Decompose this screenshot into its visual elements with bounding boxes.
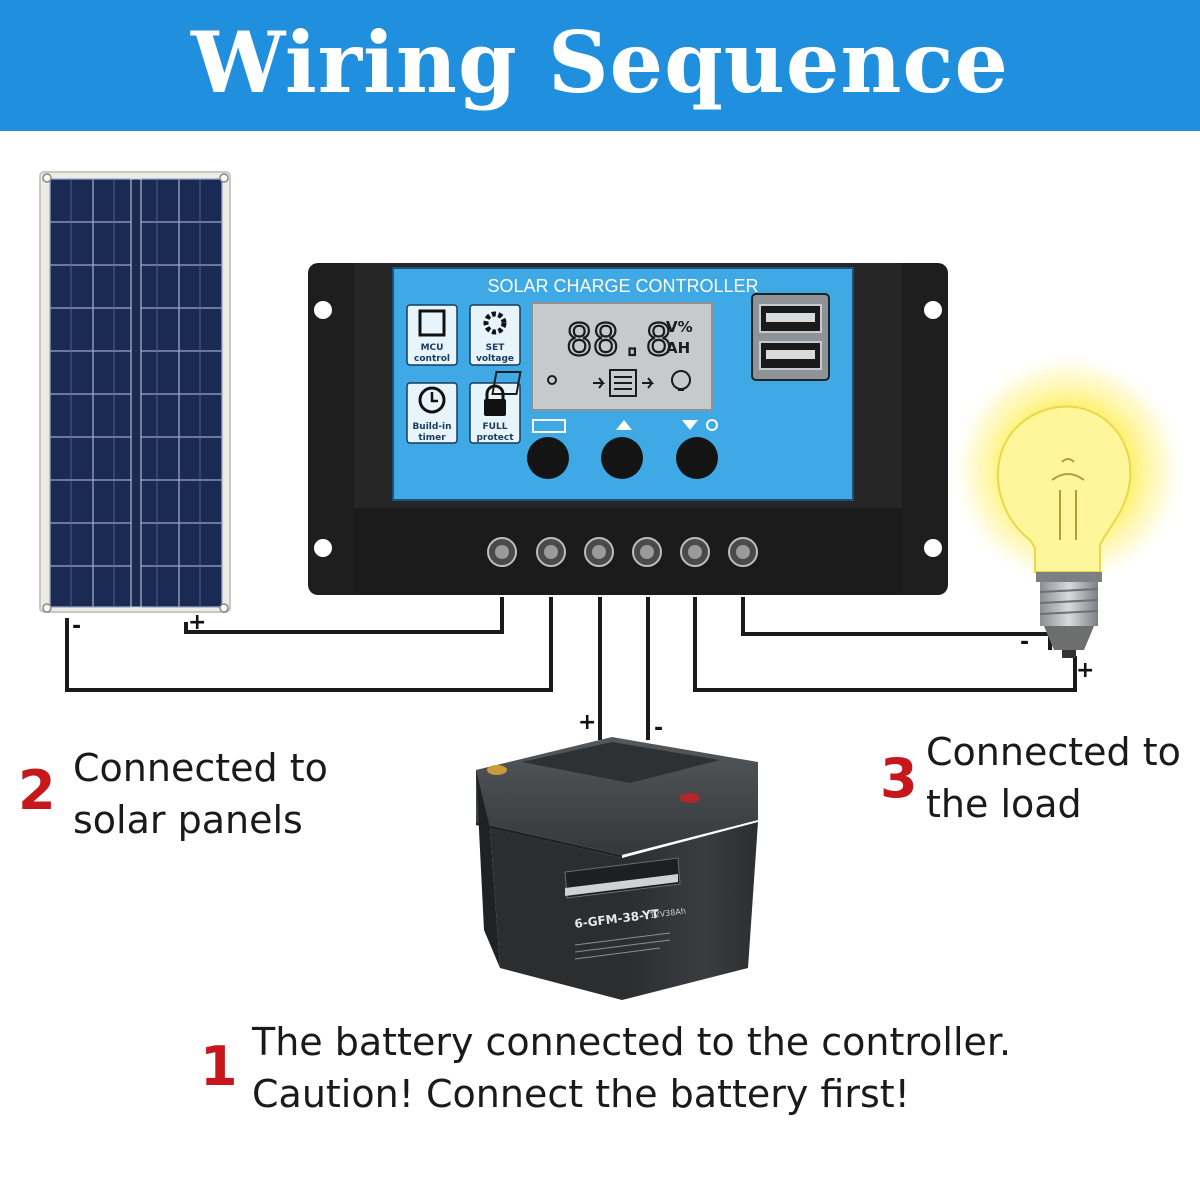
- chip-icon: [418, 309, 446, 337]
- lcd-digits: 88.8: [566, 315, 672, 366]
- page-title: Wiring Sequence: [190, 13, 1009, 112]
- feature-set-voltage: SET voltage: [469, 304, 521, 366]
- step-2-text: Connected to solar panels: [73, 742, 328, 846]
- svg-text:Build-in: Build-in: [412, 422, 451, 432]
- solar-neg-label: -: [72, 614, 82, 639]
- svg-text:SET: SET: [486, 343, 506, 353]
- svg-text:control: control: [414, 354, 450, 364]
- step-3-text: Connected to the load: [926, 726, 1181, 830]
- lock-icon: [485, 384, 505, 400]
- title-banner: [0, 0, 1200, 131]
- step-3-number: 3: [880, 747, 918, 810]
- down-button: [676, 437, 718, 479]
- solar-pos-label: +: [188, 610, 207, 635]
- svg-text:protect: protect: [476, 433, 514, 443]
- feature-mcu: MCU control: [406, 304, 458, 366]
- controller-label: SOLAR CHARGE CONTROLLER: [487, 276, 758, 296]
- terminals: [487, 537, 758, 567]
- panel-icon: [491, 371, 522, 395]
- battery-rating: 12V38Ah: [649, 907, 686, 920]
- lcd-unit-bottom: AH: [666, 339, 690, 357]
- step-3-line-1: Connected to: [926, 730, 1181, 774]
- lcd-flow-icons: [491, 369, 691, 397]
- svg-text:FULL: FULL: [483, 422, 508, 432]
- up-button: [601, 437, 643, 479]
- feature-protect: FULL protect: [469, 382, 521, 444]
- solar-pos-wire: [184, 597, 504, 634]
- feature-timer: Build-in timer: [406, 382, 458, 444]
- charge-controller: SOLAR CHARGE CONTROLLER MCU control SET …: [308, 263, 948, 595]
- svg-text:MCU: MCU: [421, 343, 444, 353]
- step-1-line-1: The battery connected to the controller.: [252, 1020, 1012, 1064]
- load-neg-label: -: [1020, 630, 1030, 655]
- step-1-text: The battery connected to the controller.…: [252, 1016, 1011, 1120]
- lcd-display: [531, 302, 713, 411]
- load-pos-wire: [693, 597, 1077, 692]
- step-3-line-2: the load: [926, 782, 1082, 826]
- step-1-number: 1: [200, 1035, 238, 1098]
- battery-neg-label: -: [654, 716, 664, 741]
- load-neg-wire: [741, 597, 1052, 650]
- light-bulb: [948, 350, 1188, 658]
- step-1-line-2: Caution! Connect the battery first!: [252, 1072, 910, 1116]
- solar-panel: [39, 171, 231, 613]
- solar-neg-wire: [65, 597, 553, 692]
- clock-icon: [418, 386, 446, 414]
- load-pos-label: +: [1076, 658, 1095, 683]
- battery: 6-GFM-38-YT 12V38Ah: [476, 737, 758, 1000]
- menu-button: [527, 437, 569, 479]
- arrow-icon: [593, 377, 606, 389]
- sun-icon: [547, 375, 557, 385]
- lcd-unit-top: V%: [666, 318, 693, 336]
- step-2-line-1: Connected to: [73, 746, 328, 790]
- battery-pos-label: +: [578, 710, 597, 735]
- wires: [65, 597, 1077, 740]
- svg-text:timer: timer: [418, 433, 446, 443]
- step-2-number: 2: [18, 759, 56, 822]
- battery-icon: [609, 369, 637, 397]
- step-2-line-2: solar panels: [73, 798, 303, 842]
- gear-icon: [483, 311, 507, 335]
- svg-text:voltage: voltage: [476, 354, 514, 364]
